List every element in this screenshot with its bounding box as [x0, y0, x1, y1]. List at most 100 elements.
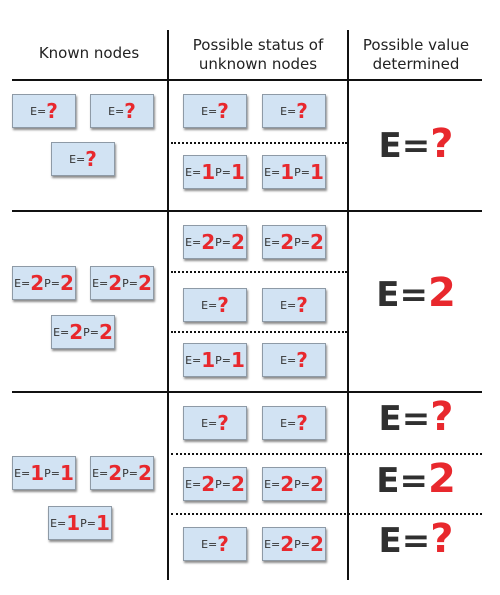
node-box: E=?: [90, 94, 154, 128]
e-label: E=: [280, 416, 297, 430]
e-value: ?: [124, 99, 136, 123]
e-label: E=: [264, 235, 281, 249]
e-value: 2: [201, 230, 216, 254]
e-label: E=: [185, 353, 202, 367]
header-possible-value: Possible value determined: [350, 36, 482, 74]
e-label: E=: [185, 235, 202, 249]
p-value: 2: [138, 461, 152, 485]
e-value: 2: [280, 532, 295, 556]
e-value: 2: [69, 320, 84, 344]
determined-value-row3-scenario1: E=?: [350, 394, 482, 440]
node-box: E=?: [262, 288, 326, 322]
e-value: 2: [108, 461, 123, 485]
e-value: 1: [66, 511, 81, 535]
header-possible-status: Possible status of unknown nodes: [170, 36, 346, 74]
p-value: 2: [138, 271, 152, 295]
p-value: 2: [310, 230, 324, 254]
e-label: E=: [50, 516, 67, 530]
node-box: E=?: [183, 527, 247, 561]
e-value: ?: [296, 411, 308, 435]
p-value: 2: [310, 472, 324, 496]
row-divider-1: [12, 210, 482, 212]
e-value: ?: [296, 99, 308, 123]
node-box: E=?: [262, 406, 326, 440]
e-label: E=: [264, 537, 281, 551]
e-value: ?: [296, 348, 308, 372]
e-label: E=: [378, 126, 431, 166]
header-possible-value-line2: determined: [372, 55, 460, 73]
p-label: P=: [122, 276, 139, 290]
e-label: E=: [185, 477, 202, 491]
e-label: E=: [92, 276, 109, 290]
p-label: P=: [294, 235, 311, 249]
e-label: E=: [264, 477, 281, 491]
e-label: E=: [378, 399, 431, 439]
e-label: E=: [14, 466, 31, 480]
p-value: 1: [310, 160, 324, 184]
p-value: 2: [60, 271, 74, 295]
e-value: 2: [280, 230, 295, 254]
node-box: E=?: [183, 406, 247, 440]
e-label: E=: [185, 165, 202, 179]
e-label: E=: [30, 104, 47, 118]
e-value: 2: [30, 271, 45, 295]
node-box: E=?: [262, 94, 326, 128]
p-value: 1: [96, 511, 110, 535]
e-value: 1: [280, 160, 295, 184]
e-label: E=: [378, 521, 431, 561]
p-label: P=: [215, 235, 232, 249]
p-value: 2: [231, 230, 245, 254]
e-value: ?: [217, 293, 229, 317]
node-box: E=?: [262, 343, 326, 377]
determined-value: ?: [430, 121, 454, 167]
e-label: E=: [280, 353, 297, 367]
e-value: ?: [46, 99, 58, 123]
e-value: ?: [85, 147, 97, 171]
p-label: P=: [294, 165, 311, 179]
e-label: E=: [14, 276, 31, 290]
e-label: E=: [201, 298, 218, 312]
row-divider-header: [12, 79, 482, 81]
e-value: 1: [30, 461, 45, 485]
p-label: P=: [80, 516, 97, 530]
determined-value: 2: [427, 456, 456, 502]
p-label: P=: [215, 165, 232, 179]
p-value: 1: [60, 461, 74, 485]
e-label: E=: [201, 416, 218, 430]
p-label: P=: [294, 537, 311, 551]
e-label: E=: [69, 152, 86, 166]
e-value: ?: [217, 411, 229, 435]
column-divider-1: [167, 30, 169, 580]
determined-value: 2: [427, 270, 456, 316]
scenario-divider-r3-2: [171, 513, 482, 515]
p-value: 2: [310, 532, 324, 556]
scenario-divider-r2-2: [171, 331, 347, 333]
p-label: P=: [44, 276, 61, 290]
determined-value: ?: [430, 516, 454, 562]
column-divider-2: [347, 30, 349, 580]
p-label: P=: [215, 353, 232, 367]
p-label: P=: [83, 325, 100, 339]
p-value: 1: [231, 348, 245, 372]
e-label: E=: [108, 104, 125, 118]
node-box: E=?: [183, 94, 247, 128]
e-label: E=: [201, 537, 218, 551]
node-box: E=?: [12, 94, 76, 128]
e-label: E=: [376, 461, 428, 501]
e-label: E=: [201, 104, 218, 118]
e-label: E=: [53, 325, 70, 339]
e-value: ?: [296, 293, 308, 317]
row-divider-2: [12, 391, 482, 393]
determined-value-row1: E=?: [350, 121, 482, 167]
p-label: P=: [215, 477, 232, 491]
header-known-nodes-text: Known nodes: [38, 44, 140, 62]
p-label: P=: [294, 477, 311, 491]
